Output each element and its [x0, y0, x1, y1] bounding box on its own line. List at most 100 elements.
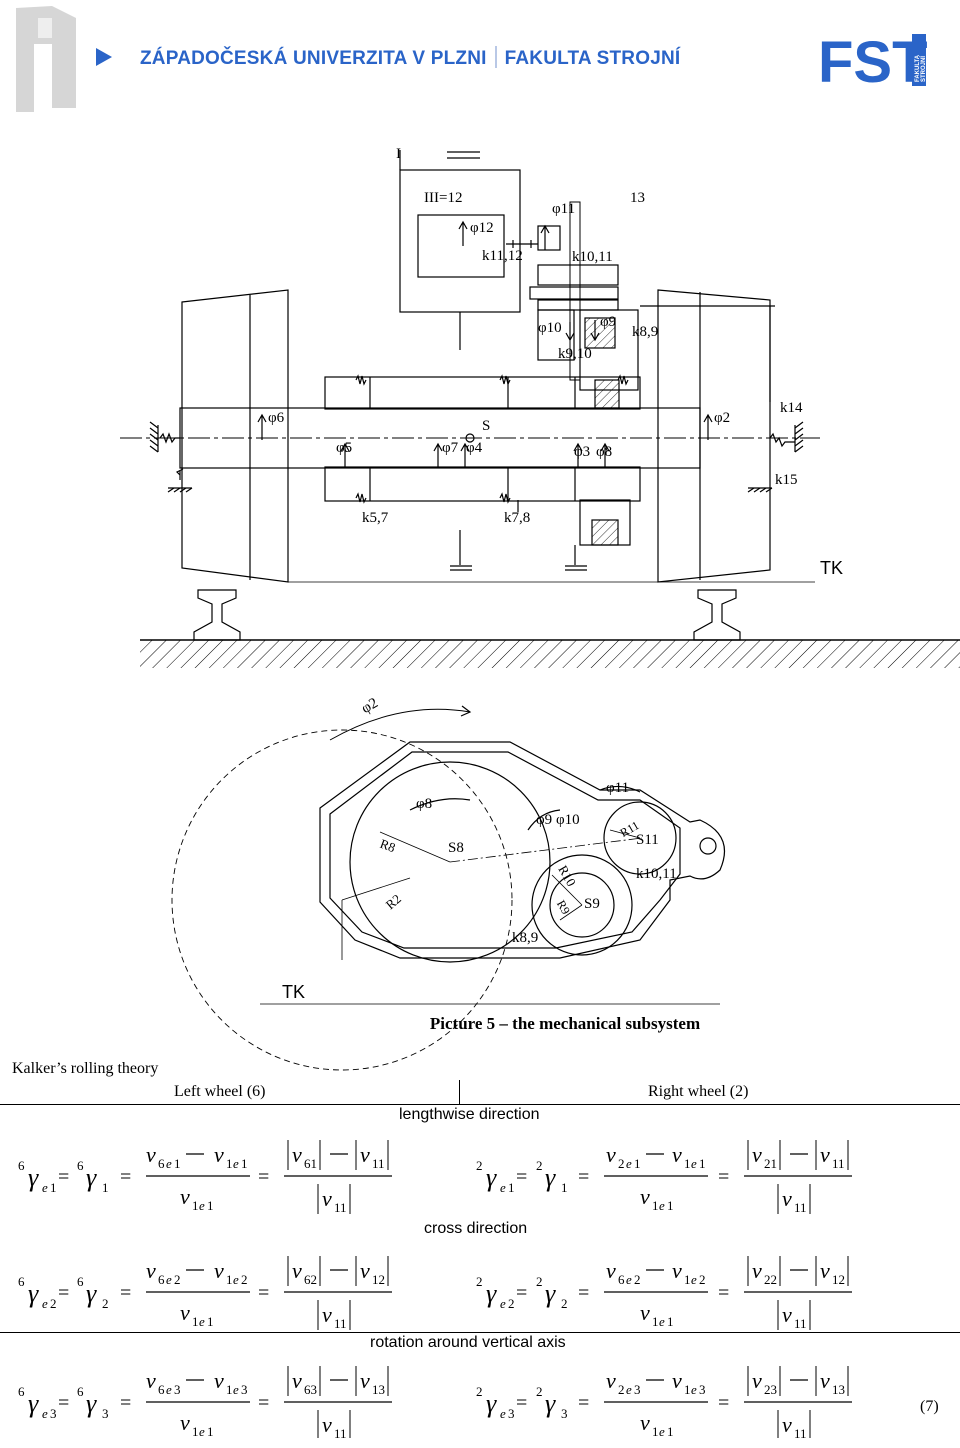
label-phi6: φ6	[268, 410, 285, 426]
svg-text:1: 1	[226, 1382, 233, 1397]
svg-text:2: 2	[618, 1382, 625, 1397]
svg-text:61: 61	[304, 1156, 317, 1171]
label-phi9: φ9	[600, 314, 617, 330]
svg-text:63: 63	[304, 1382, 317, 1397]
theory-title: Kalker’s rolling theory	[12, 1060, 159, 1077]
svg-text:v: v	[180, 1300, 190, 1325]
svg-text:6: 6	[158, 1156, 165, 1171]
svg-text:1: 1	[508, 1180, 515, 1195]
svg-text:e: e	[500, 1406, 506, 1421]
svg-text:e: e	[691, 1272, 697, 1287]
label-phi4: φ4	[466, 440, 483, 456]
svg-text:2: 2	[536, 1274, 543, 1289]
svg-text:γ: γ	[28, 1163, 39, 1192]
svg-text:1: 1	[684, 1382, 691, 1397]
svg-text:v: v	[752, 1142, 762, 1167]
svg-text:γ: γ	[486, 1279, 497, 1308]
svg-text:e: e	[166, 1156, 172, 1171]
svg-text:v: v	[640, 1184, 650, 1209]
svg-text:=: =	[718, 1282, 729, 1304]
svg-text:v: v	[214, 1368, 224, 1393]
svg-text:2: 2	[618, 1156, 625, 1171]
section-rotation: rotation around vertical axis	[370, 1334, 566, 1351]
svg-text:v: v	[752, 1368, 762, 1393]
label-phi2: φ2	[714, 410, 731, 426]
svg-text:1: 1	[652, 1198, 659, 1213]
svg-text:2: 2	[476, 1274, 483, 1289]
svg-text:v: v	[322, 1412, 332, 1437]
section-lengthwise: lengthwise direction	[399, 1106, 540, 1123]
svg-text:v: v	[180, 1410, 190, 1435]
front-label-r8: R8	[378, 835, 398, 856]
svg-text:=: =	[578, 1282, 589, 1304]
svg-text:v: v	[146, 1142, 156, 1167]
arrow-icon	[96, 48, 112, 66]
svg-text:3: 3	[699, 1382, 706, 1397]
label-13: 13	[630, 190, 645, 206]
svg-text:=: =	[120, 1166, 131, 1188]
svg-text:e: e	[233, 1156, 239, 1171]
table-rule-top	[0, 1104, 960, 1105]
svg-text:2: 2	[102, 1296, 109, 1311]
label-phi12: φ12	[470, 220, 494, 236]
svg-text:v: v	[782, 1186, 792, 1211]
front-label-k1011: k10,11	[636, 866, 677, 882]
svg-text:=: =	[718, 1166, 729, 1188]
right-wheel-heading: Right wheel (2)	[648, 1083, 749, 1100]
svg-text:v: v	[672, 1142, 682, 1167]
svg-text:1: 1	[699, 1156, 706, 1171]
label-k78: k7,8	[504, 510, 531, 526]
svg-text:γ: γ	[545, 1389, 556, 1418]
svg-text:e: e	[166, 1272, 172, 1287]
svg-text:=: =	[258, 1392, 269, 1414]
figure-caption: Picture 5 – the mechanical subsystem	[0, 1014, 960, 1034]
label-k910: k9,10	[558, 346, 592, 362]
svg-text:=: =	[516, 1282, 527, 1304]
figure-caption-text: Picture 5 – the mechanical subsystem	[429, 1014, 701, 1033]
svg-text:=: =	[58, 1282, 69, 1304]
svg-text:e: e	[659, 1314, 665, 1329]
svg-text:3: 3	[50, 1406, 57, 1421]
label-k1011: k10,11	[572, 249, 613, 265]
svg-text:11: 11	[794, 1200, 807, 1215]
svg-text:=: =	[120, 1392, 131, 1414]
svg-text:v: v	[292, 1368, 302, 1393]
label-k15: k15	[775, 472, 798, 488]
label-phi10: φ10	[538, 320, 562, 336]
svg-text:11: 11	[794, 1426, 807, 1438]
front-label-phi9: φ9	[536, 812, 553, 828]
svg-text:1: 1	[207, 1424, 214, 1438]
svg-text:1: 1	[667, 1424, 674, 1438]
svg-text:e: e	[626, 1272, 632, 1287]
svg-text:11: 11	[832, 1156, 845, 1171]
svg-text:v: v	[214, 1142, 224, 1167]
svg-text:e: e	[691, 1382, 697, 1397]
svg-text:1: 1	[667, 1314, 674, 1329]
front-label-s11: S11	[636, 832, 659, 848]
svg-text:e: e	[42, 1180, 48, 1195]
svg-text:e: e	[42, 1406, 48, 1421]
svg-text:1: 1	[102, 1180, 109, 1195]
svg-text:v: v	[292, 1142, 302, 1167]
label-s: S	[482, 418, 491, 434]
svg-text:=: =	[120, 1282, 131, 1304]
svg-text:v: v	[360, 1368, 370, 1393]
svg-text:v: v	[640, 1410, 650, 1435]
svg-text:e: e	[166, 1382, 172, 1397]
svg-text:3: 3	[102, 1406, 109, 1421]
svg-text:6: 6	[18, 1384, 25, 1399]
front-label-r10: R10	[555, 862, 580, 889]
svg-text:e: e	[659, 1198, 665, 1213]
faculty-name: FAKULTA STROJNÍ	[504, 48, 681, 69]
svg-text:v: v	[214, 1258, 224, 1283]
svg-text:γ: γ	[28, 1389, 39, 1418]
front-label-tk: TK	[282, 982, 306, 1002]
svg-text:1: 1	[192, 1314, 199, 1329]
svg-text:γ: γ	[86, 1163, 97, 1192]
svg-text:6: 6	[618, 1272, 625, 1287]
